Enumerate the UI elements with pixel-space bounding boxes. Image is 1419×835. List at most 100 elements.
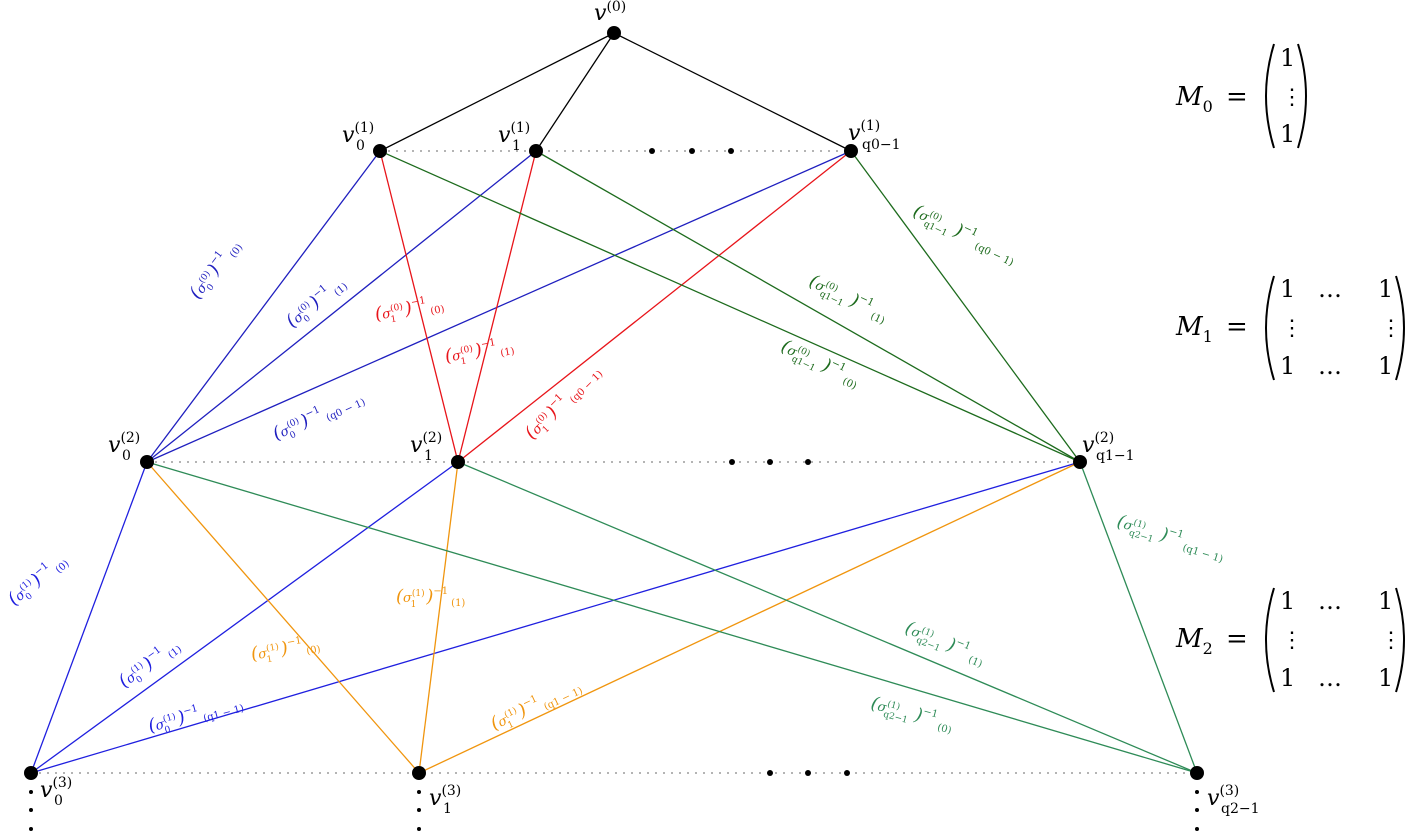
matrix-m2-cell: … [1318, 587, 1342, 615]
svg-text:(σ(0)q1−1)−1(q0 − 1): (σ(0)q1−1)−1(q0 − 1) [909, 200, 1021, 269]
edge-label-s0_q_last: (σ(0)q1−1)−1(q0 − 1) [909, 200, 1021, 269]
edge-label-s1_1_0: (σ(1)1)−1(0) [249, 632, 322, 668]
matrix-m0-cell: 1 [1280, 120, 1295, 148]
matrix-m1-left-paren [1265, 275, 1275, 381]
node-l3_0 [24, 766, 38, 780]
edge-label-s0_0_1: (σ(0)0)−1(1) [282, 272, 351, 334]
matrix-m1: M1 = 1 … 1 ⋮ ⋮ 1 … 1 [1175, 275, 1405, 381]
svg-text:(σ(0)0)−1(0): (σ(0)0)−1(0) [185, 235, 246, 305]
node-l2_1 [451, 455, 465, 469]
svg-text:(σ(1)q2−1)−1(q1 − 1): (σ(1)q2−1)−1(q1 − 1) [1114, 511, 1228, 567]
edge-root-l1_1 [535, 32, 615, 152]
edge-red-l1_1-l2_1 [457, 150, 537, 463]
label-l3_1: v(3)1 [429, 783, 461, 817]
vertical-continuation-dots [29, 790, 1199, 831]
svg-text:(σ(1)q2−1)−1(1): (σ(1)q2−1)−1(1) [901, 617, 988, 671]
svg-text:(σ(1)0)−1(1): (σ(1)0)−1(1) [115, 634, 185, 694]
matrix-m2-cell: 1 [1378, 664, 1393, 692]
node-l1_1 [529, 144, 543, 158]
edge-orange-l2_last-l3_1 [418, 461, 1081, 774]
edge-red-l1_0-l2_1 [379, 150, 459, 463]
svg-text:(σ(0)0)−1(1): (σ(0)0)−1(1) [282, 272, 351, 334]
edge-green-l2_last-l3_last [1079, 461, 1198, 774]
edge-green-l2_1-l3_last [457, 461, 1198, 774]
edge-root-l1_0 [379, 32, 615, 152]
matrix-m2-name: M2 [1175, 624, 1213, 658]
matrix-m0-left-paren [1265, 43, 1275, 149]
edges-level0-level1 [379, 32, 852, 152]
level-dotted-lines [31, 150, 1197, 774]
matrix-m1-cell: 1 [1280, 352, 1295, 380]
edges-level2-level3 [30, 461, 1198, 774]
level-ellipsis-dots [649, 148, 850, 776]
edge-blue-l1_last-l2_0 [146, 150, 852, 463]
edge-label-s1_0_1: (σ(1)0)−1(1) [115, 634, 185, 694]
svg-text:(σ(0)q1−1)−1(1): (σ(0)q1−1)−1(1) [805, 270, 892, 327]
nodes [24, 26, 1204, 780]
edge-blue-l1_0-l2_0 [146, 150, 381, 463]
edge-orange-l2_0-l3_1 [146, 461, 420, 774]
matrix-m2: M2 = 1 … 1 ⋮ ⋮ 1 … 1 [1175, 587, 1405, 693]
edge-label-s0_1_1: (σ(0)1)−1(1) [443, 334, 516, 370]
edge-root-l1_last [613, 32, 852, 152]
svg-text:(σ(0)q1−1)−1(0): (σ(0)q1−1)−1(0) [777, 335, 864, 392]
matrix-m1-right-paren [1395, 275, 1405, 381]
matrix-m2-cell: 1 [1280, 664, 1295, 692]
matrix-m1-cell: 1 [1378, 352, 1393, 380]
matrix-m2-cell: 1 [1280, 587, 1295, 615]
matrix-m1-cell: … [1318, 352, 1342, 380]
matrix-m2-right-paren [1395, 587, 1405, 693]
matrix-m2-cell: 1 [1378, 587, 1393, 615]
edge-label-s1_1_last: (σ(1)1)−1(q1 − 1) [487, 675, 585, 738]
label-l2_1: v(2)1 [410, 430, 442, 464]
node-l2_last [1073, 455, 1087, 469]
matrix-m2-eq: = [1226, 624, 1248, 654]
edge-blue-l2_0-l3_0 [30, 461, 148, 774]
svg-text:(σ(1)1)−1(0): (σ(1)1)−1(0) [249, 632, 322, 668]
svg-text:(σ(1)0)−1(q1 − 1): (σ(1)0)−1(q1 − 1) [146, 691, 246, 739]
edge-red-l1_last-l2_1 [457, 150, 852, 463]
label-l1_0: v(1)0 [342, 120, 374, 154]
edges-level1-level2 [146, 150, 1081, 463]
matrix-m2-cell: ⋮ [1281, 628, 1303, 653]
matrix-m0-right-paren [1297, 43, 1307, 149]
matrix-m0-cell: ⋮ [1281, 85, 1303, 110]
matrix-m2-cell: ⋮ [1380, 628, 1402, 653]
matrix-m1-cell: 1 [1280, 275, 1295, 303]
node-l3_1 [412, 766, 426, 780]
edge-label-s0_q_0: (σ(0)q1−1)−1(0) [777, 335, 864, 392]
svg-text:(σ(1)q2−1)−1(0): (σ(1)q2−1)−1(0) [868, 693, 956, 738]
edge-label-s1_q_1: (σ(1)q2−1)−1(1) [901, 617, 988, 671]
svg-text:(σ(1)1)−1(q1 − 1): (σ(1)1)−1(q1 − 1) [487, 675, 585, 738]
edge-blue-l2_last-l3_0 [30, 461, 1081, 774]
edge-label-s1_1_1: (σ(1)1)−1(1) [396, 586, 465, 610]
svg-text:(σ(1)0)−1(0): (σ(1)0)−1(0) [4, 549, 73, 612]
edge-green-l1_0-l2_last [379, 150, 1081, 463]
label-l2_last: v(2)q1−1 [1082, 430, 1135, 464]
svg-text:(σ(0)0)−1(q0 − 1): (σ(0)0)−1(q0 − 1) [269, 386, 367, 447]
edge-label-s1_q_last: (σ(1)q2−1)−1(q1 − 1) [1114, 511, 1228, 567]
svg-text:(σ(0)1)−1(1): (σ(0)1)−1(1) [443, 334, 516, 370]
matrix-m0-name: M0 [1175, 82, 1213, 116]
edge-green-l2_0-l3_last [146, 461, 1198, 774]
edge-label-s0_0_0: (σ(0)0)−1(0) [185, 235, 246, 305]
label-l2_0: v(2)0 [108, 430, 140, 464]
matrix-m2-left-paren [1265, 587, 1275, 693]
label-l1_last: v(1)q0−1 [848, 118, 901, 153]
matrix-m1-cell: ⋮ [1380, 316, 1402, 341]
edge-green-l1_last-l2_last [850, 150, 1081, 463]
svg-text:(σ(0)1)−1(0): (σ(0)1)−1(0) [373, 292, 446, 328]
edge-blue-l2_1-l3_0 [30, 461, 459, 774]
edge-label-s0_1_0: (σ(0)1)−1(0) [373, 292, 446, 328]
edge-label-s1_0_last: (σ(1)0)−1(q1 − 1) [146, 691, 246, 739]
node-l1_0 [373, 144, 387, 158]
edge-orange-l2_1-l3_1 [418, 461, 459, 774]
edge-label-s1_q_0: (σ(1)q2−1)−1(0) [868, 693, 956, 738]
matrix-m1-name: M1 [1175, 312, 1213, 346]
edge-blue-l1_1-l2_0 [146, 150, 537, 463]
matrix-m1-cell: 1 [1378, 275, 1393, 303]
node-labels: v(0) v(1)0 v(1)1 v(1)q0−1 v(2)0 v(2)1 v(… [40, 0, 1260, 817]
label-l1_1: v(1)1 [498, 120, 530, 154]
matrix-m1-eq: = [1226, 312, 1248, 342]
